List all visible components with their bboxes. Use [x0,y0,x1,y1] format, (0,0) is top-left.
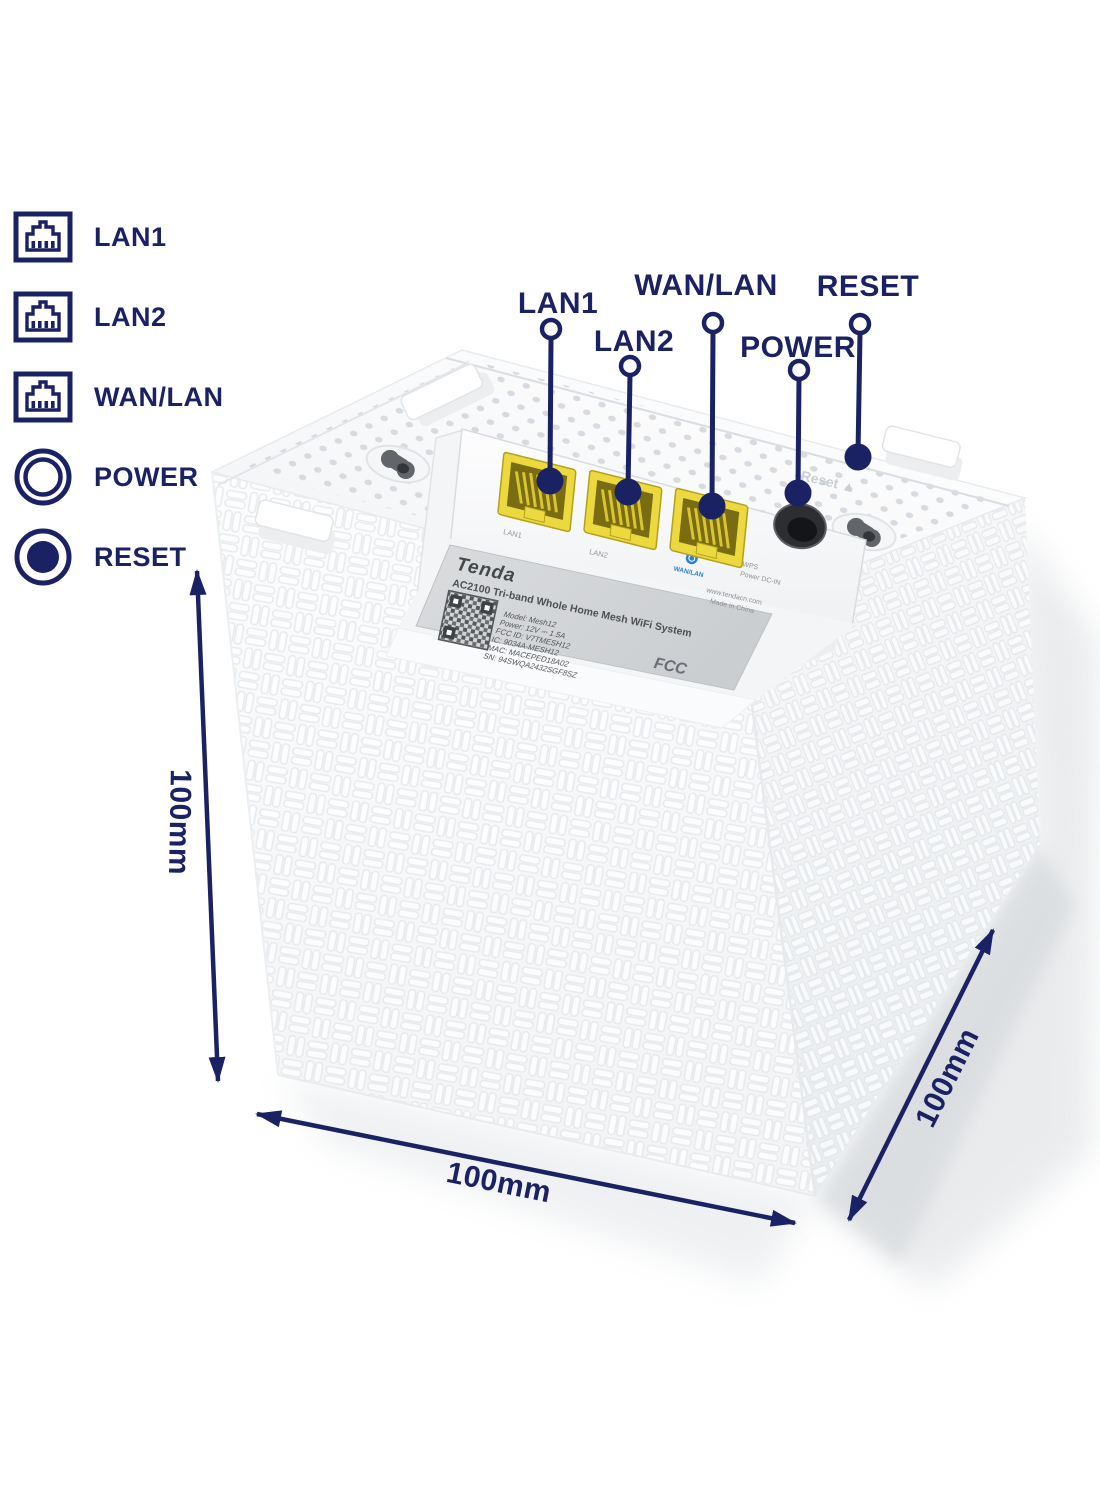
rubber-foot-back [400,363,495,426]
leader-dot [698,492,726,520]
rubber-foot-left [254,499,336,555]
ethernet-port-icon [12,370,74,424]
legend-label-lan2: LAN2 [94,301,167,332]
rubber-foot-right [881,425,963,481]
legend-item-wanlan: WAN/LAN [12,366,223,428]
ethernet-port-icon [12,290,74,344]
port-etch-lan2: LAN2 [588,547,608,560]
callout-lan1: LAN1 [518,287,598,495]
router-side-face [740,498,1040,1196]
ethernet-port-icon [12,210,74,264]
leader-dot [536,467,564,495]
dimension-height: 100mm [162,569,226,1083]
ethernet-port-wanlan [669,487,749,569]
leader-line [709,331,716,504]
leader-line [547,337,554,479]
mounting-keyhole-left [365,444,431,484]
callout-reset: RESET [817,270,920,471]
legend-label-reset: RESET [94,541,187,572]
legend-item-lan2: LAN2 [12,286,223,348]
port-etch-lan1: LAN1 [502,527,522,540]
svg-text:WPS: WPS [742,561,759,571]
height-dimension-label: 100mm [162,769,197,875]
callout-wanlan: WAN/LAN [634,269,777,520]
leader-line [855,332,863,455]
depth-arrow [846,928,996,1222]
width-arrow [255,1110,797,1227]
leader-dot [784,479,812,507]
callout-label-lan1: LAN1 [518,287,598,320]
leader-line [625,374,633,490]
legend-item-reset: RESET [12,526,223,588]
leader-line [795,378,802,491]
legend-item-lan1: LAN1 [12,206,223,268]
leader-circle [539,317,563,341]
fcc-mark: FCC [652,655,688,679]
callout-label-lan2: LAN2 [594,325,674,358]
product-label-sticker [415,544,773,691]
port-legend: LAN1 LAN2 [12,206,223,588]
callout-label-wanlan: WAN/LAN [634,269,777,302]
leader-circle [701,311,725,335]
legend-label-wanlan: WAN/LAN [94,381,224,412]
legend-item-power: POWER [12,446,223,508]
legend-label-lan1: LAN1 [94,221,167,252]
leader-dot [614,478,642,506]
legend-label-power: POWER [94,461,199,492]
reset-button-icon [12,526,74,588]
recess-front-notch [385,627,758,729]
leader-circle [618,354,642,378]
leader-circle [848,312,872,336]
power-ring-icon [12,446,74,508]
callout-power: POWER [740,331,856,507]
height-arrow [189,569,226,1083]
qr-code [437,589,499,651]
callout-lan2: LAN2 [594,325,674,506]
leader-dot [844,443,872,471]
callout-label-reset: RESET [817,270,920,303]
callout-label-power: POWER [740,331,856,364]
leader-circle [787,358,811,382]
